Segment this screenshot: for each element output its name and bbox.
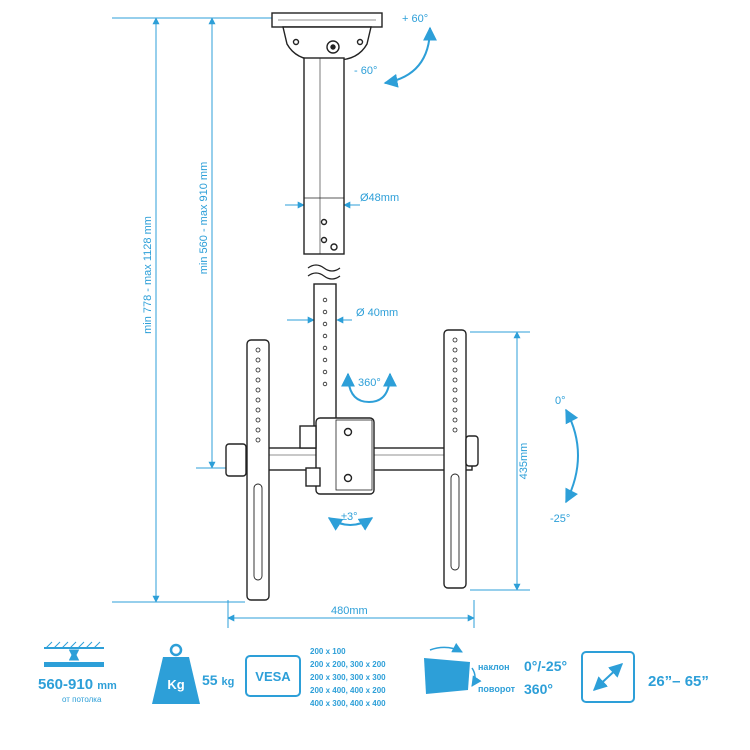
vesa-pattern: 200 x 400, 400 x 200 (310, 686, 386, 695)
height-dimension (470, 331, 530, 591)
swivel-arrow (341, 372, 397, 404)
screen-size-value: 26”– 65” (648, 673, 709, 690)
vesa-pattern: 200 x 300, 300 x 300 (310, 673, 386, 682)
vesa-icon-label: VESA (255, 669, 291, 684)
load-value: 55 kg (202, 672, 234, 688)
width-dimension (227, 600, 475, 628)
weight-icon (152, 643, 200, 704)
ceiling-plus-label: + 60° (402, 13, 428, 25)
tilt-rotate-icon (424, 642, 482, 694)
mount-drawing (225, 12, 479, 601)
tube-outer-label: Ø48mm (360, 192, 399, 204)
tilt-bottom-label: -25° (550, 513, 570, 525)
ceiling-minus-label: - 60° (354, 65, 377, 77)
tilt-arrow (565, 408, 579, 504)
level-arrow (327, 517, 374, 531)
drop-value: 560-910 mm (38, 676, 117, 693)
inner-tube (313, 283, 337, 431)
vesa-icon (245, 655, 301, 697)
vesa-patterns: 200 x 100 200 x 200, 300 x 200 200 x 300… (310, 647, 386, 708)
vesa-pattern: 200 x 200, 300 x 200 (310, 660, 386, 669)
rotate-value: 360° (524, 681, 553, 697)
width-label: 480mm (331, 605, 368, 617)
rotate-label: поворот (478, 684, 516, 694)
tilt-label: наклон (478, 662, 510, 672)
swivel-label: 360° (358, 377, 381, 389)
pole-height-label: min 560 - max 910 mm (198, 162, 210, 274)
ceiling-drop-icon (44, 641, 104, 667)
break-symbol (307, 264, 341, 280)
tilt-value: 0°/-25° (524, 658, 567, 674)
screen-size-icon (581, 651, 635, 703)
total-height-label: min 778 - max 1128 mm (142, 216, 154, 334)
ceiling-tilt-arrow (383, 26, 437, 88)
diagonal-arrow-icon (592, 663, 624, 691)
total-height-dimension (112, 17, 272, 603)
weight-icon-label: Kg (167, 677, 184, 692)
height-label: 435mm (518, 443, 530, 480)
drop-caption: от потолка (62, 695, 102, 704)
vesa-pattern: 400 x 300, 400 x 400 (310, 699, 386, 708)
vesa-pattern: 200 x 100 (310, 647, 346, 656)
level-label: ±3° (341, 511, 358, 523)
tilt-top-label: 0° (555, 395, 566, 407)
left-arm (246, 339, 270, 601)
tube-inner-label: Ø 40mm (356, 307, 398, 319)
